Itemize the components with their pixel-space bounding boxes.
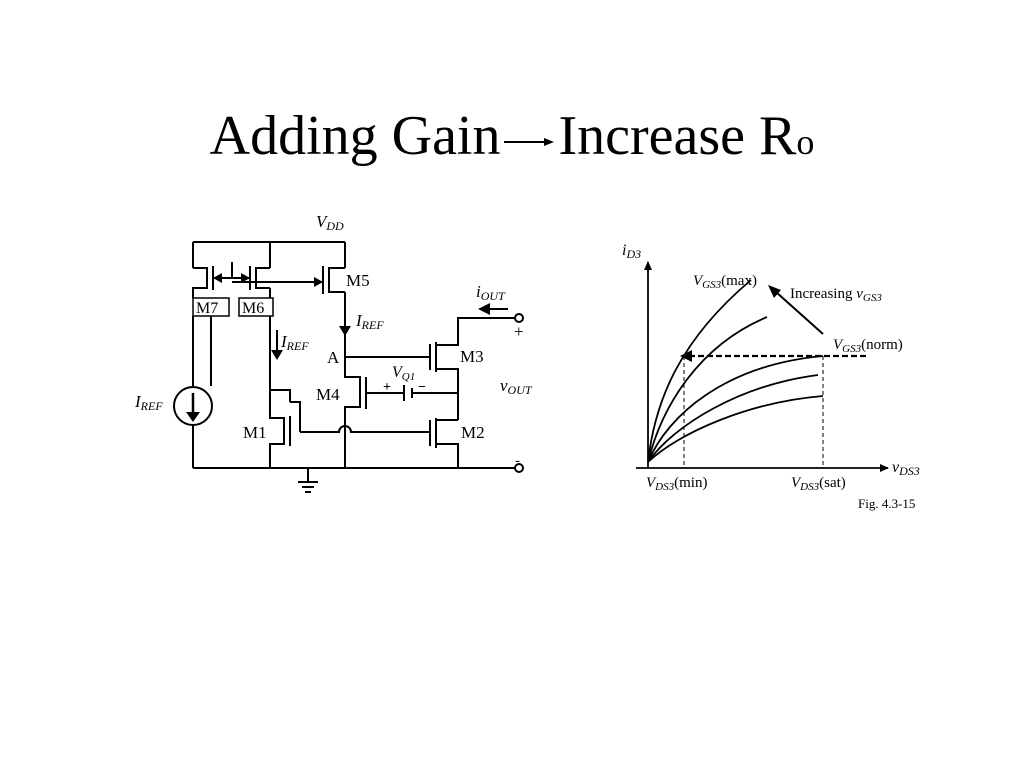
curve-2 [647, 316, 768, 463]
label-iref-left: IREF [280, 332, 309, 353]
circuit-arrows [186, 273, 508, 422]
label-fig: Fig. 4.3-15 [858, 496, 915, 511]
transistor-m4 [344, 356, 430, 468]
label-cap-plus: + [383, 380, 391, 395]
label-vds3-axis: vDS3 [892, 459, 920, 478]
label-node-a: A [327, 348, 340, 367]
label-m7: M7 [196, 300, 218, 317]
label-minus: - [515, 453, 520, 469]
label-vout: vOUT [500, 376, 533, 397]
label-iout: iOUT [476, 282, 506, 303]
transistor-m2 [429, 418, 459, 468]
slide-title: Adding Gain Increase Ro [0, 100, 1024, 180]
label-cap-minus: − [418, 380, 426, 395]
label-m4: M4 [316, 385, 340, 404]
label-id3: iD3 [622, 242, 641, 261]
title-arrow-icon [504, 138, 555, 147]
curve-vgs-max [647, 279, 752, 463]
curve-4 [647, 374, 819, 463]
transistor-m1 [269, 389, 301, 468]
curve-5 [647, 395, 824, 463]
label-iref-right: IREF [355, 311, 384, 332]
output-terminal-bottom [514, 463, 524, 473]
transistor-m7 [192, 266, 232, 386]
circuit-schematic [173, 241, 518, 493]
label-plus: + [514, 322, 524, 341]
title-part2: Increase R [558, 105, 797, 167]
label-increasing: Increasing vGS3 [790, 286, 882, 304]
label-vgs-norm: VGS3(norm) [833, 337, 903, 355]
id-vds-graph: iD3 VGS3(max) Increasing vGS3 VGS3(norm)… [622, 242, 920, 511]
title-part1: Adding Gain [209, 105, 501, 167]
label-m6: M6 [242, 300, 264, 317]
curve-norm [647, 355, 824, 463]
label-m5: M5 [346, 271, 370, 290]
label-vgs-max: VGS3(max) [693, 273, 757, 291]
label-vdd: VDD [316, 212, 344, 233]
gate-bus [300, 425, 430, 433]
label-vq1: VQ1 [392, 364, 415, 383]
label-m2: M2 [461, 423, 485, 442]
transistor-m3 [429, 317, 500, 420]
label-vds-min: VDS3(min) [646, 475, 707, 493]
label-vds-sat: VDS3(sat) [791, 475, 846, 493]
label-m3: M3 [460, 347, 484, 366]
title-line: Adding Gain Increase Ro [0, 100, 1024, 178]
output-terminal-top [514, 313, 524, 323]
label-m1: M1 [243, 423, 267, 442]
vq1-source [400, 385, 458, 401]
graph-curves [647, 279, 824, 463]
label-iref-source: IREF [134, 392, 163, 413]
title-subscript: o [796, 122, 815, 162]
